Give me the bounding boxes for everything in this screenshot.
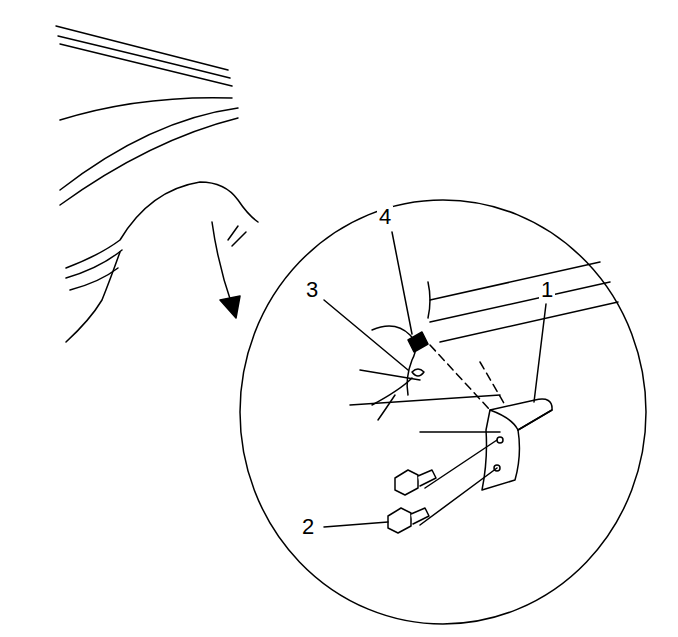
callout-number: 3 [304,279,320,301]
detail-circle [240,200,646,624]
pointer-arrow [212,222,232,305]
arrow-head [220,296,240,318]
clip [408,332,428,352]
alignment-line [430,345,505,410]
mud-flap [482,410,519,490]
callout-number: 4 [377,206,393,228]
body-line [60,118,238,205]
fender-edge [66,252,120,342]
mounting-guide [350,370,500,432]
fender-edge [372,378,412,420]
body-line [60,44,232,86]
body-line [430,282,610,322]
callout-number: 2 [300,516,316,538]
wheel-arch [66,182,258,268]
body-line [58,36,230,78]
body-line [66,250,122,278]
leader-line [392,232,412,334]
callout-number: 1 [539,279,555,301]
mounting-hole [412,369,424,376]
bolt-axis [420,440,497,525]
body-line [428,282,430,318]
body-line [440,302,618,342]
leader-line [324,300,408,370]
bolt [395,470,436,495]
fender-edge [372,326,416,395]
flap-hint [228,226,246,246]
body-line [60,108,238,190]
bolt-hole [497,437,503,443]
bolt [388,508,429,533]
body-line [430,262,600,300]
body-line [60,98,232,120]
leader-line [534,304,546,402]
mud-flap [518,410,552,430]
leader-line [324,522,388,527]
